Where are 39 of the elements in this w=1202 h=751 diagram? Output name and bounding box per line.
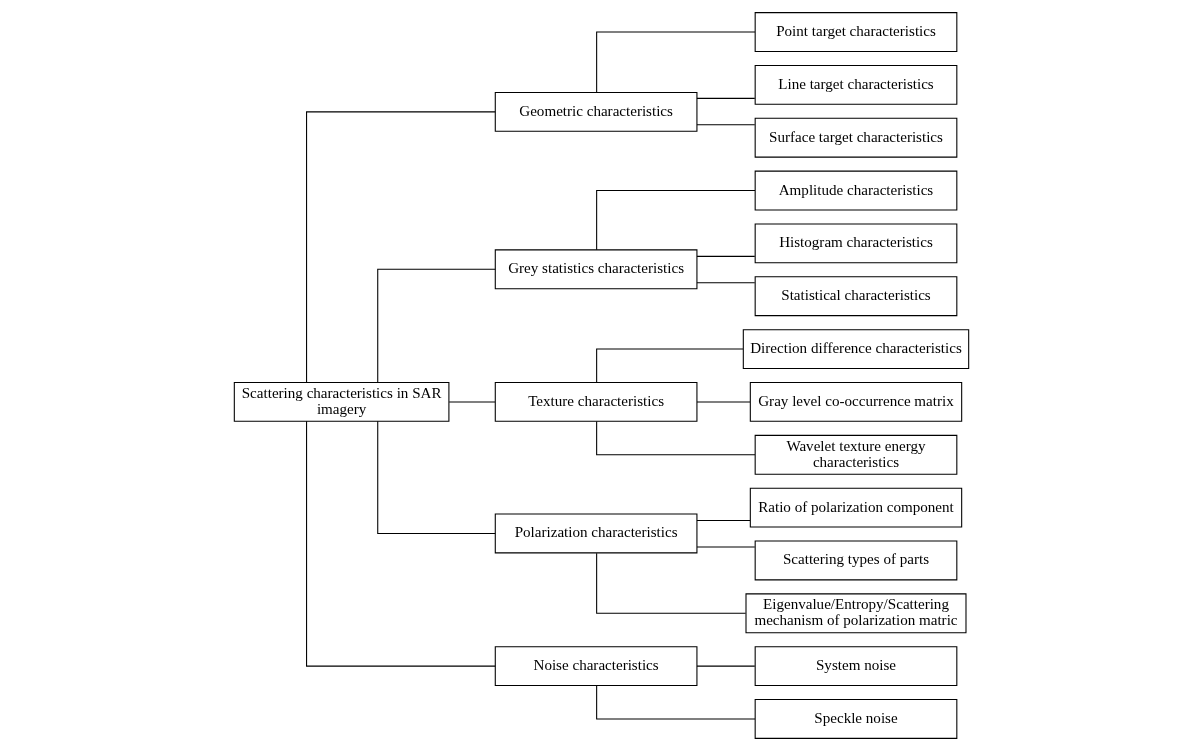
node-box: Gray level co-occurrence matrix — [749, 381, 962, 422]
connector — [695, 255, 755, 257]
node-box: System noise — [754, 646, 957, 687]
node-box: Eigenvalue/Entropy/Scattering mechanism of polarization matric — [744, 593, 967, 634]
node-box: Ratio of polarization component — [749, 487, 962, 528]
connector — [305, 420, 496, 667]
connector — [695, 124, 755, 126]
connector — [595, 190, 756, 251]
connector — [695, 97, 755, 99]
node-box: Amplitude characteristics — [754, 170, 957, 211]
connector — [695, 520, 751, 522]
node-box: Noise characteristics — [494, 646, 697, 687]
connector — [595, 348, 744, 383]
node-box: Grey statistics characteristics — [494, 249, 697, 290]
connector — [695, 401, 751, 403]
connector — [448, 401, 496, 403]
node-box: Speckle noise — [754, 699, 957, 739]
connector — [305, 111, 496, 383]
node-box: Wavelet texture energy characteristics — [754, 434, 957, 475]
node-box: Statistical characteristics — [754, 276, 957, 317]
node-box: Point target characteristics — [754, 12, 957, 52]
node-box: Scattering types of parts — [754, 540, 957, 581]
node-box: Histogram characteristics — [754, 223, 957, 264]
node-box: Polarization characteristics — [494, 513, 697, 554]
node-box: Texture characteristics — [494, 381, 697, 422]
node-box: Direction difference characteristics — [742, 329, 969, 370]
connector — [595, 552, 746, 614]
node-box: Line target characteristics — [754, 64, 957, 105]
connector — [695, 546, 755, 548]
node-box: Surface target characteristics — [754, 117, 957, 158]
connector — [595, 421, 756, 456]
connector — [595, 31, 756, 93]
node-box: Scattering characteristics in SAR imagery — [233, 381, 449, 422]
connector — [695, 665, 755, 667]
connector — [376, 268, 496, 383]
connector — [595, 685, 756, 720]
connector — [376, 420, 496, 534]
node-box: Geometric characteristics — [494, 91, 697, 132]
connector — [695, 282, 755, 284]
